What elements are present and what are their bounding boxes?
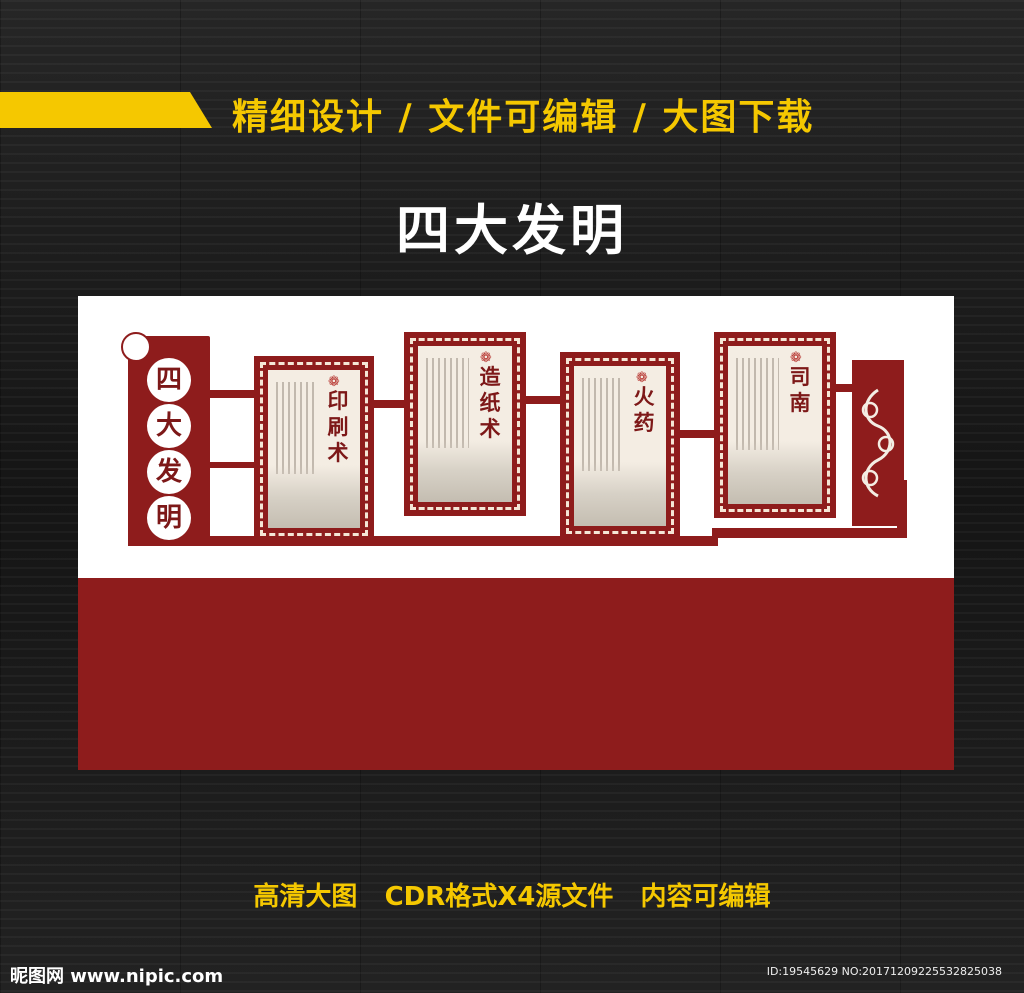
- panel-text-block: [426, 358, 470, 449]
- landscape-illustration: [268, 464, 360, 528]
- panel-label-printing: 印刷术: [327, 388, 349, 465]
- board-base: [78, 578, 954, 770]
- page-title: 四大发明: [396, 199, 628, 262]
- connector-2: [370, 400, 410, 408]
- auspicious-cloud-icon: [861, 388, 895, 498]
- connector-3: [522, 396, 566, 404]
- panel-gunpowder: ❁ 火药: [560, 352, 680, 540]
- connector-4: [676, 430, 716, 438]
- panel-label-gunpowder: 火药: [633, 384, 655, 435]
- panel-text-block: [736, 358, 780, 450]
- panel-paper: ❁ 造纸术: [404, 332, 526, 516]
- side-char-3: 发: [147, 450, 191, 494]
- footer-info: 高清大图 CDR格式X4源文件 内容可编辑: [253, 882, 771, 912]
- side-char-2: 大: [147, 404, 191, 448]
- landscape-illustration: [418, 439, 512, 502]
- connector-6: [200, 462, 260, 468]
- side-char-4: 明: [147, 496, 191, 540]
- image-id: ID:19545629 NO:20171209225532825038: [766, 965, 1002, 978]
- tagline: 精细设计 / 文件可编辑 / 大图下载: [232, 97, 815, 138]
- connector-bottom-right: [712, 528, 907, 538]
- site-logo: 昵图网 www.nipic.com: [10, 966, 224, 987]
- panel-printing: ❁ 印刷术: [254, 356, 374, 542]
- seal-icon: [121, 332, 151, 362]
- landscape-illustration: [574, 462, 666, 526]
- side-title-block: 四 大 发 明: [128, 336, 210, 544]
- panel-compass: ❁ 司南: [714, 332, 836, 518]
- connector-5: [830, 384, 854, 392]
- connector-bottom: [128, 536, 718, 546]
- cloud-ornament-icon: ❁: [790, 350, 802, 366]
- panel-label-compass: 司南: [789, 364, 811, 415]
- banner-accent-bar: [0, 92, 212, 128]
- cloud-ornament-icon: ❁: [636, 370, 648, 386]
- side-char-1: 四: [147, 358, 191, 402]
- cloud-ornament-icon: ❁: [328, 374, 340, 390]
- connector-1: [200, 390, 260, 398]
- landscape-illustration: [728, 440, 822, 504]
- panel-text-block: [582, 378, 625, 471]
- cloud-pattern-block: [852, 360, 904, 526]
- panel-label-paper: 造纸术: [479, 364, 501, 441]
- panel-text-block: [276, 382, 319, 474]
- cloud-ornament-icon: ❁: [480, 350, 492, 366]
